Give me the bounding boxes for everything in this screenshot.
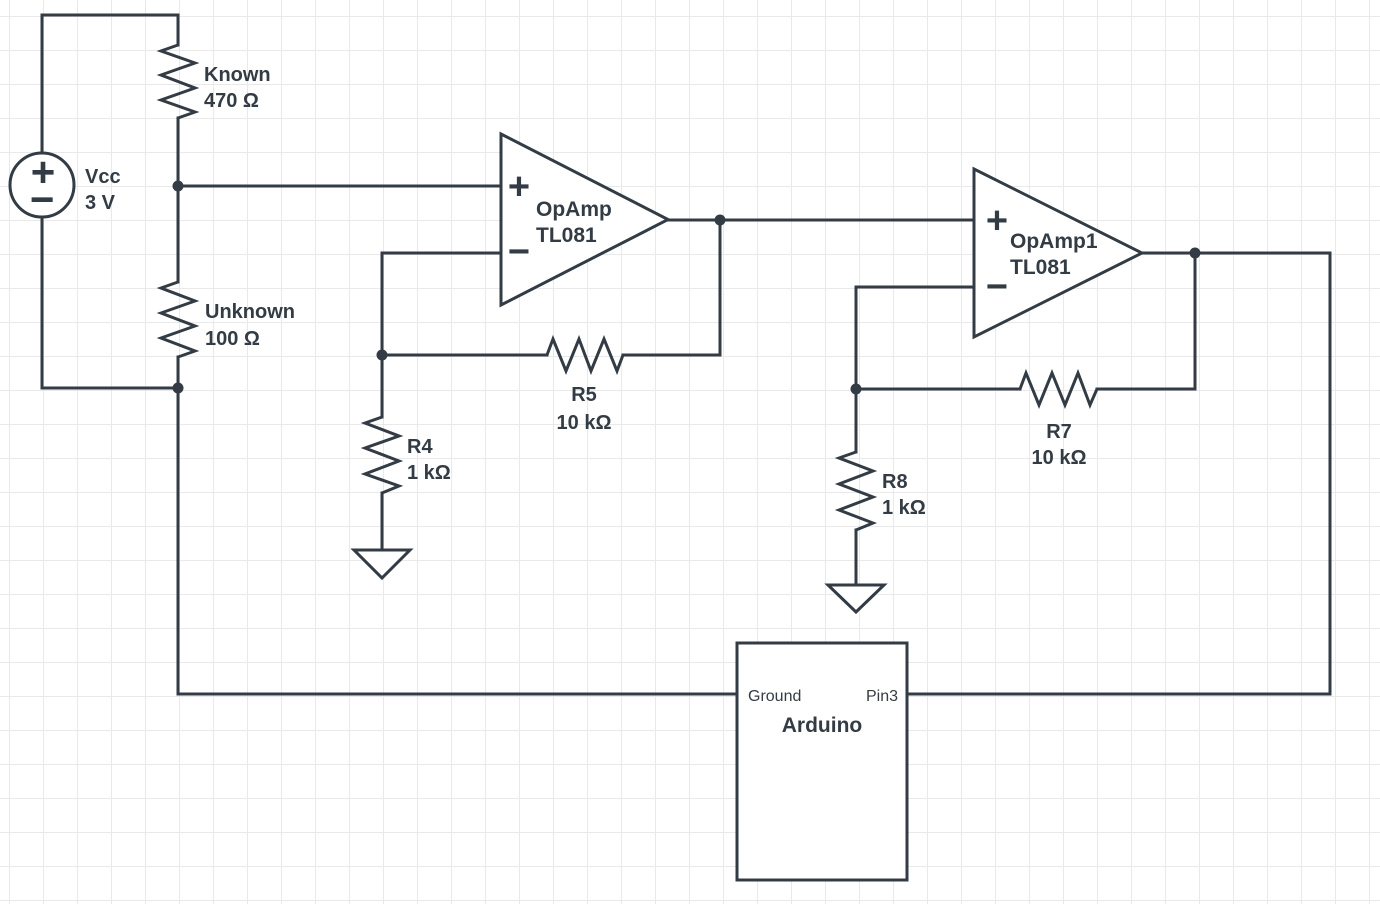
- arduino-label: Arduino: [782, 714, 862, 737]
- inverting-input-mark: −: [986, 266, 1008, 308]
- wire-opamp1-feedback[interactable]: [1095, 251, 1197, 391]
- r7-value: 10 kΩ: [1032, 447, 1087, 469]
- r5-value: 10 kΩ: [557, 412, 612, 434]
- opamp-label: OpAmp: [536, 198, 612, 221]
- junction-dot: [172, 382, 184, 394]
- wire-r5-to-inverting-input[interactable]: [380, 251, 549, 357]
- opamp-tl081[interactable]: + − OpAmp TL081: [499, 131, 672, 308]
- opamp1-tl081[interactable]: + − OpAmp1 TL081: [972, 166, 1146, 340]
- resistor-zigzag: [834, 450, 878, 532]
- ground-symbol-r4[interactable]: [350, 548, 414, 581]
- wire-r7-to-inverting-input[interactable]: [854, 285, 1022, 391]
- junction-dots: [172, 180, 1201, 395]
- resistor-r7[interactable]: R7 10 kΩ: [1018, 368, 1099, 469]
- r8-label: R8: [882, 471, 908, 493]
- arduino-body: [735, 641, 909, 882]
- wire-opamp1-output-to-pin3[interactable]: [905, 251, 1332, 696]
- resistor-r4[interactable]: R4 1 kΩ: [360, 415, 451, 495]
- r8-value: 1 kΩ: [882, 497, 926, 519]
- junction-dot: [1189, 247, 1201, 259]
- arduino-pin-ground: Ground: [748, 688, 801, 705]
- opamp-triangle: [499, 131, 672, 308]
- resistor-unknown[interactable]: Unknown 100 Ω: [156, 280, 295, 359]
- opamp1-label: OpAmp1: [1010, 230, 1098, 253]
- noninverting-input-mark: +: [986, 200, 1008, 242]
- r7-label: R7: [1046, 421, 1072, 443]
- wire-vcc-top[interactable]: [40, 13, 180, 155]
- wire-opamp-feedback[interactable]: [621, 218, 722, 357]
- known-value: 470 Ω: [204, 90, 259, 112]
- r4-label: R4: [407, 436, 433, 458]
- resistor-zigzag: [156, 280, 200, 359]
- opamp-part-number: TL081: [536, 224, 597, 247]
- plus-polarity-mark: +: [31, 149, 56, 196]
- resistor-known[interactable]: Known 470 Ω: [156, 43, 271, 120]
- known-label: Known: [204, 64, 271, 86]
- resistor-zigzag: [156, 43, 200, 120]
- resistor-r8[interactable]: R8 1 kΩ: [834, 450, 926, 532]
- junction-dot: [850, 383, 862, 395]
- resistor-zigzag: [360, 415, 404, 495]
- junction-dot: [172, 180, 184, 192]
- wire-ground-rail[interactable]: [176, 386, 739, 696]
- opamp-triangle: [972, 166, 1146, 340]
- vcc-value: 3 V: [85, 192, 116, 214]
- ground-triangle-icon: [824, 583, 888, 615]
- voltage-source-vcc[interactable]: + − Vcc 3 V: [8, 149, 121, 223]
- inverting-input-mark: −: [508, 231, 530, 273]
- arduino-block[interactable]: Ground Pin3 Arduino: [735, 641, 909, 882]
- wire-vcc-bottom[interactable]: [40, 215, 180, 390]
- r5-label: R5: [571, 384, 597, 406]
- unknown-value: 100 Ω: [205, 328, 260, 350]
- resistor-zigzag: [545, 334, 625, 376]
- minus-polarity-mark: −: [30, 176, 55, 223]
- junction-dot: [376, 349, 388, 361]
- noninverting-input-mark: +: [508, 166, 530, 208]
- ground-triangle-icon: [350, 548, 414, 581]
- unknown-label: Unknown: [205, 301, 295, 323]
- wires: [40, 13, 1332, 696]
- r4-value: 1 kΩ: [407, 462, 451, 484]
- resistor-zigzag: [1018, 368, 1099, 409]
- ground-symbol-r8[interactable]: [824, 583, 888, 615]
- opamp1-part-number: TL081: [1010, 256, 1071, 279]
- vcc-label: Vcc: [85, 166, 121, 188]
- voltage-source-circle: [8, 151, 76, 219]
- resistor-r5[interactable]: R5 10 kΩ: [545, 334, 625, 434]
- arduino-pin-pin3: Pin3: [866, 688, 898, 705]
- junction-dot: [714, 214, 726, 226]
